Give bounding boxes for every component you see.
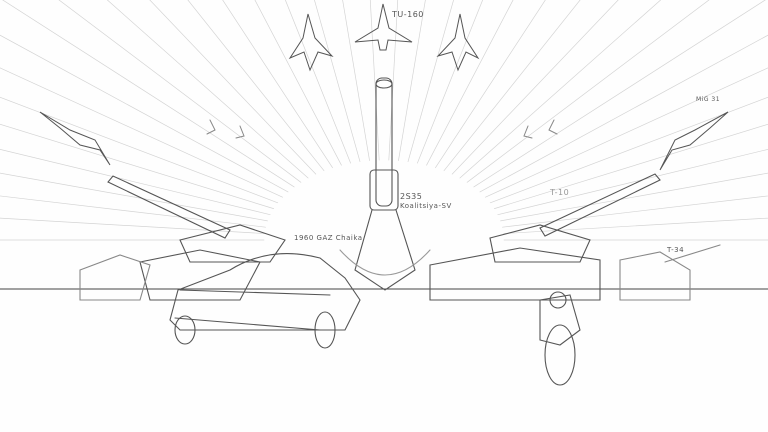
radiating-speed-lines	[0, 0, 768, 241]
speed-line	[459, 0, 662, 179]
speed-line	[417, 0, 484, 164]
speed-line	[435, 0, 546, 169]
tank-t34-label: T-34	[667, 246, 685, 254]
speed-line	[0, 67, 283, 198]
bomber-label: TU-160	[392, 10, 424, 19]
side-jets	[39, 111, 729, 171]
speed-line	[479, 34, 768, 193]
speed-line	[485, 67, 768, 198]
speed-line	[284, 0, 351, 164]
speed-line	[0, 217, 265, 234]
speed-line	[489, 96, 768, 204]
speed-line	[407, 0, 454, 162]
speed-line	[0, 34, 289, 193]
artillery-gun	[339, 77, 431, 291]
speed-line	[0, 148, 271, 216]
speed-line	[222, 0, 333, 169]
bomber-jets	[288, 3, 480, 72]
speed-line	[494, 123, 768, 209]
artillery-label-line2: Koalitsiya-SV	[400, 202, 452, 210]
motorcycle	[539, 291, 581, 386]
speed-line	[500, 172, 768, 222]
tanks	[79, 173, 721, 301]
speed-line	[58, 0, 302, 183]
jet-mig31-label: MiG 31	[696, 96, 721, 103]
speed-line	[314, 0, 361, 162]
speed-line	[369, 0, 380, 161]
speed-line	[0, 195, 266, 228]
speed-line	[149, 0, 317, 175]
speed-line	[0, 123, 274, 209]
speed-line	[0, 96, 279, 204]
speed-line	[502, 195, 768, 228]
speed-line	[473, 0, 766, 188]
speed-line	[254, 0, 342, 166]
car-label: 1960 GAZ Chaika	[294, 234, 363, 242]
speed-line	[426, 0, 514, 166]
speed-line	[106, 0, 309, 179]
speed-line	[497, 148, 768, 216]
speed-line	[503, 217, 768, 234]
speed-line	[0, 172, 268, 222]
speed-line	[342, 0, 370, 161]
speed-line	[187, 0, 325, 172]
speed-line	[451, 0, 619, 175]
speed-line	[388, 0, 399, 161]
car	[169, 253, 361, 349]
speed-line	[398, 0, 426, 161]
artillery-label-line1: 2S35	[400, 192, 423, 201]
speed-line	[466, 0, 710, 183]
tank-t10-label: T-10	[550, 188, 570, 197]
speed-line	[443, 0, 581, 172]
speed-line	[2, 0, 295, 188]
